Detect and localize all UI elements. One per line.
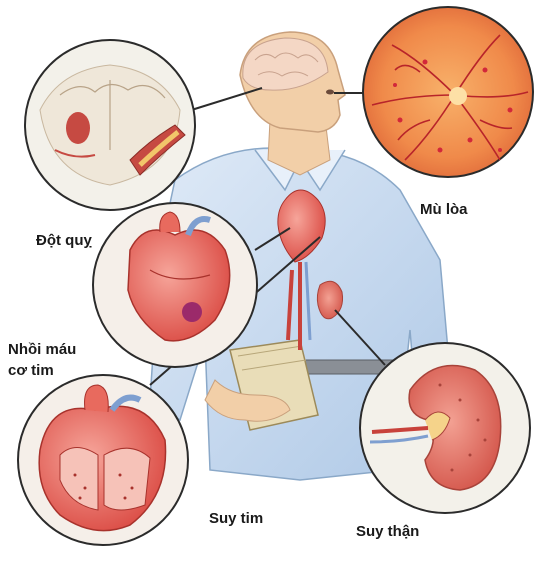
kidney-failure-circle — [360, 343, 530, 513]
eye — [326, 90, 334, 95]
label-blindness: Mù lòa — [420, 201, 468, 219]
label-kidney-failure: Suy thận — [356, 523, 419, 541]
heart-failure-circle — [18, 375, 188, 545]
myocardial-infarction-circle — [93, 203, 257, 367]
retina-circle — [363, 7, 533, 177]
label-heart-failure: Suy tim — [209, 510, 263, 528]
infarct-area — [182, 302, 202, 322]
label-infarction-line1: Nhồi máu — [8, 341, 76, 359]
label-infarction-line2: cơ tim — [8, 362, 54, 380]
hemorrhage — [66, 112, 90, 144]
label-stroke: Đột quỵ — [36, 232, 92, 250]
optic-disc — [449, 87, 467, 105]
stroke-brain-circle — [25, 40, 195, 210]
